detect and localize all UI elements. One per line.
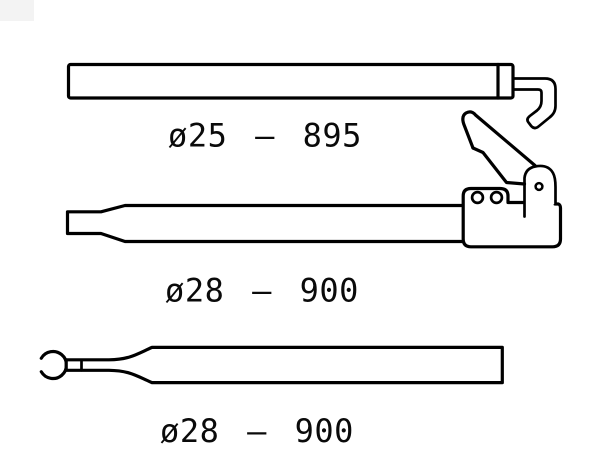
hook-end bbox=[511, 77, 557, 130]
eyelet-ring bbox=[39, 349, 69, 381]
lower-tube-body bbox=[64, 345, 504, 385]
dimension-label-middle: ø28 – 900 bbox=[165, 272, 359, 310]
middle-tube-body bbox=[65, 203, 465, 244]
clamp-screw-hole-right bbox=[489, 190, 504, 205]
clamp-pivot-hole bbox=[534, 181, 544, 192]
part-middle-tube: ø28 – 900 bbox=[65, 110, 563, 310]
upper-tube-body bbox=[66, 62, 515, 100]
dimension-label-lower: ø28 – 900 bbox=[160, 412, 354, 450]
clamp-screw-hole-left bbox=[470, 190, 485, 205]
clamp-lever-lower-edge bbox=[471, 146, 527, 186]
scan-artifact bbox=[0, 0, 34, 21]
part-upper-tube: ø25 – 895 bbox=[66, 62, 557, 155]
clamp-housing bbox=[461, 186, 563, 249]
part-lower-tube: ø28 – 900 bbox=[39, 345, 504, 450]
clamp-lever bbox=[461, 110, 537, 168]
dimension-label-upper: ø25 – 895 bbox=[168, 117, 362, 155]
clamp-pivot-plate bbox=[523, 164, 557, 218]
